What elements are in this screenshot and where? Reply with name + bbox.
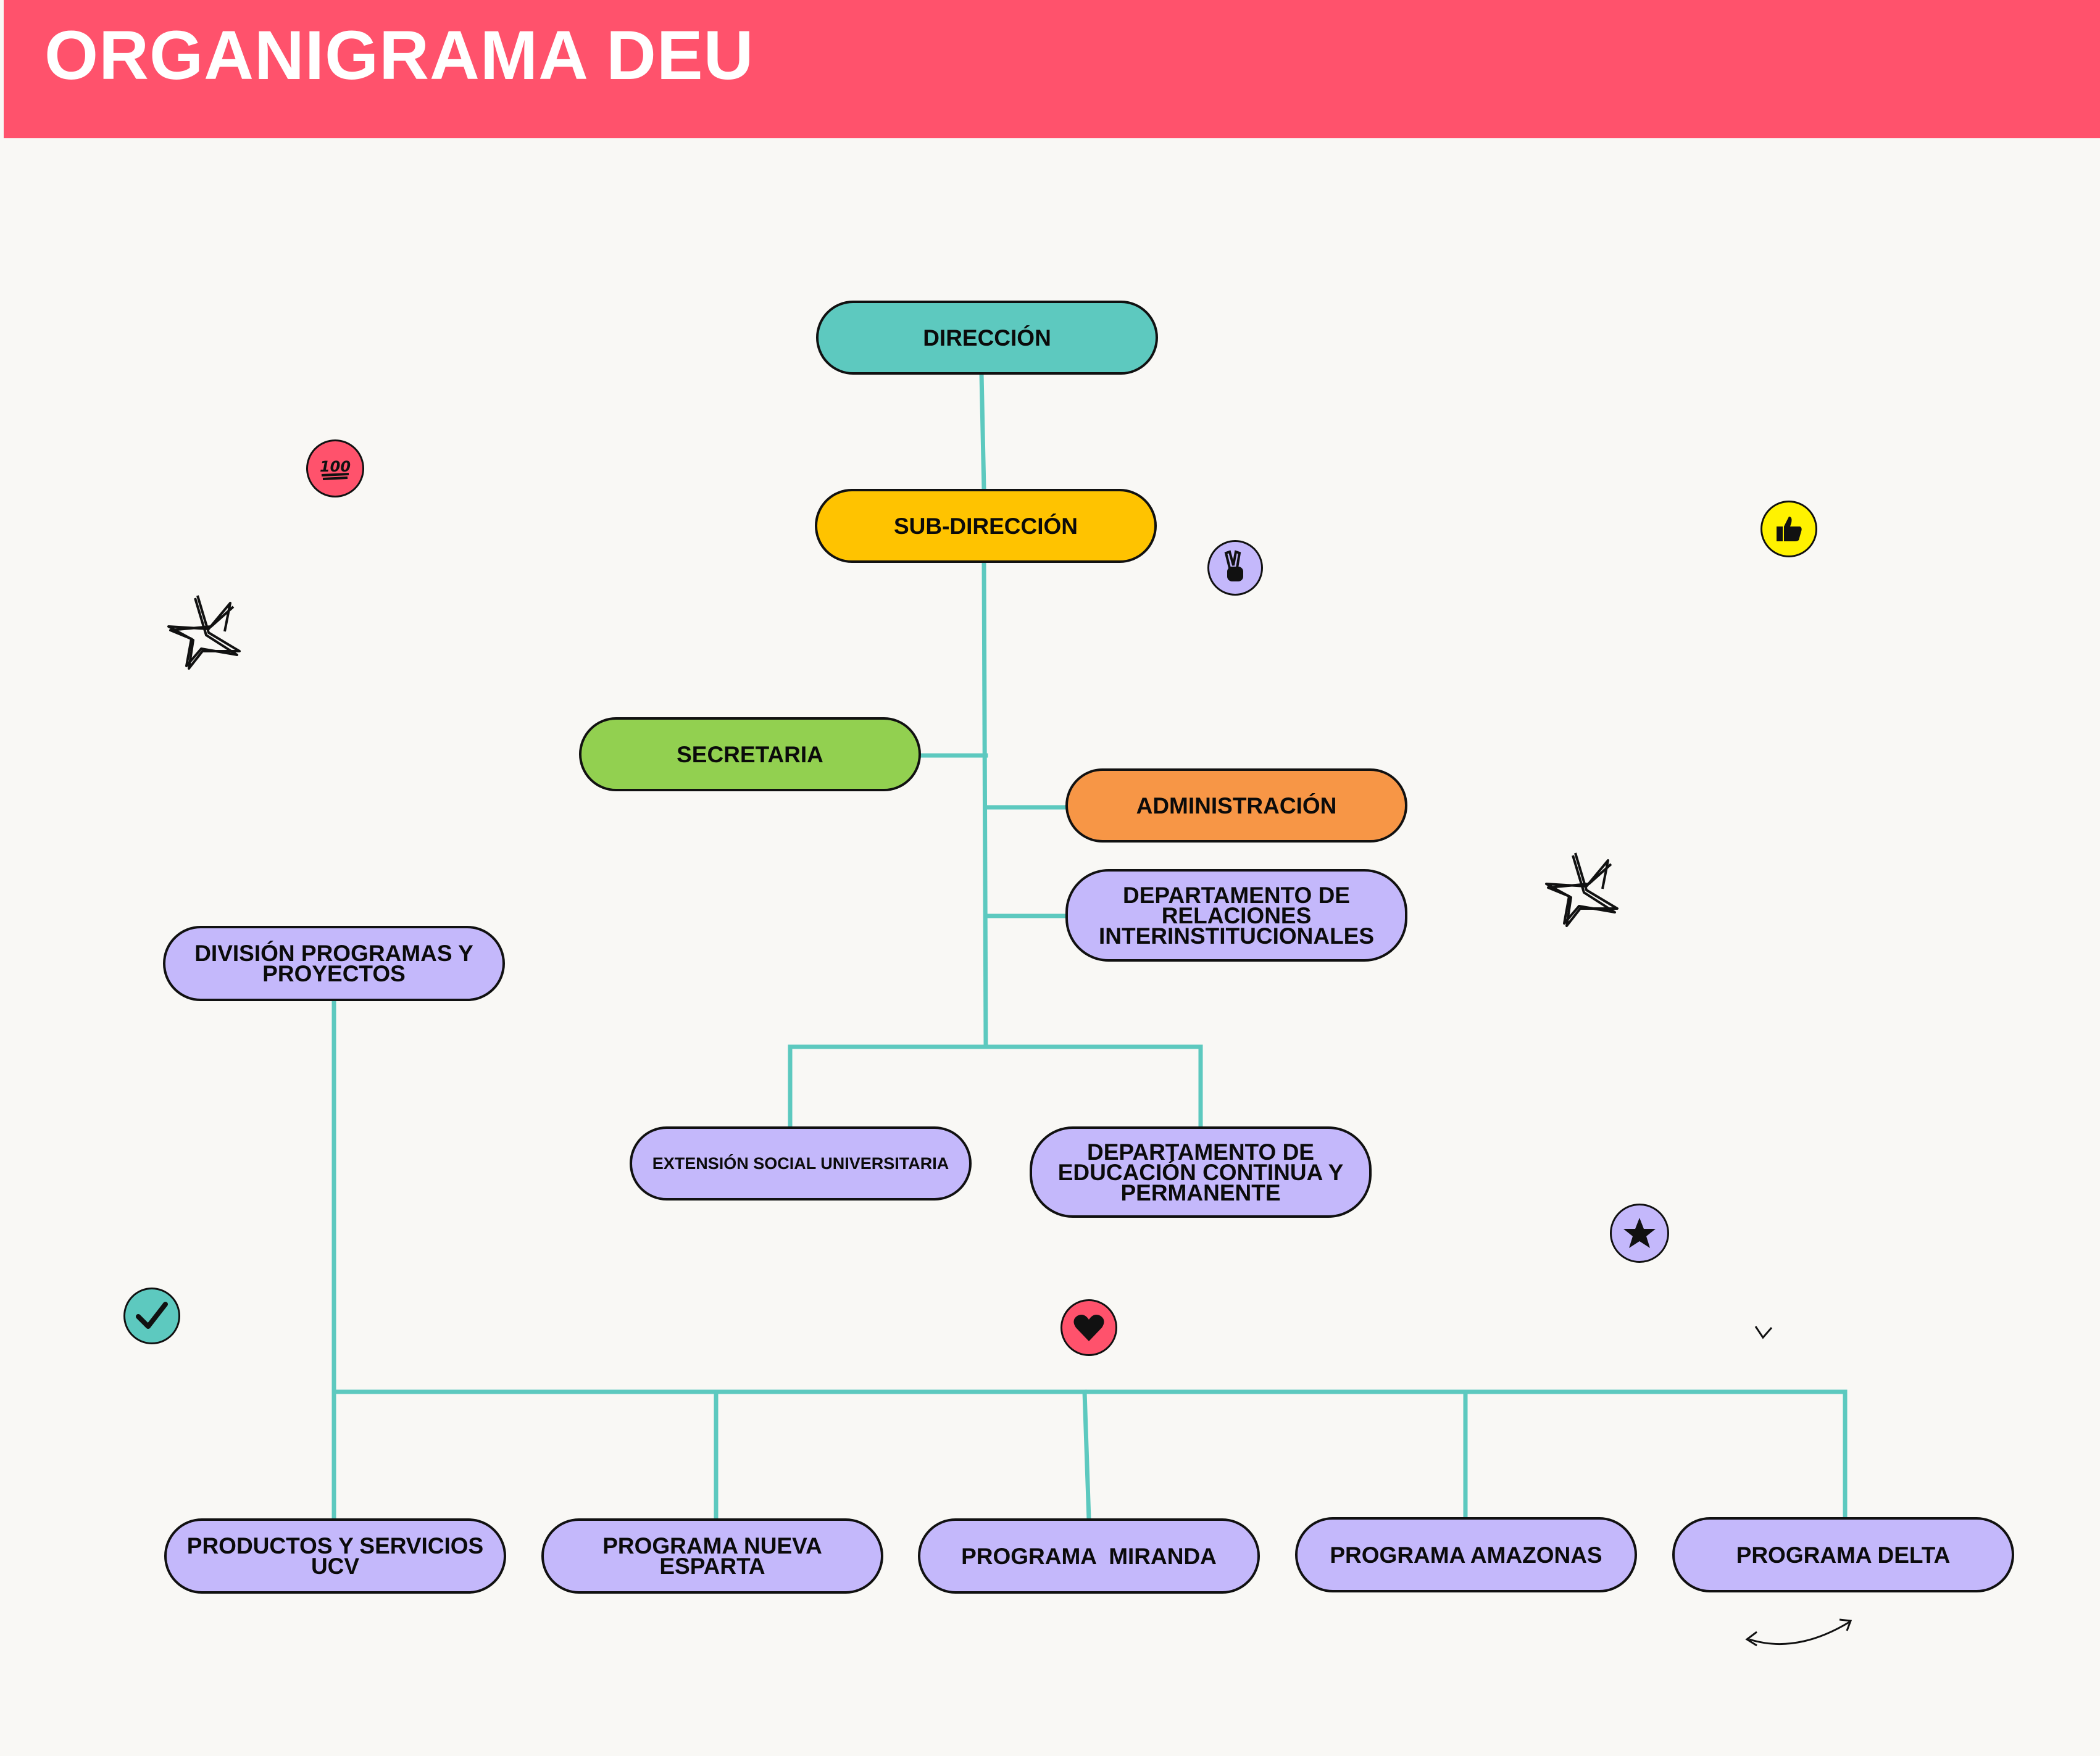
node-nueva-esparta: PROGRAMA NUEVA ESPARTA	[541, 1518, 883, 1594]
heart-icon	[1060, 1299, 1117, 1356]
check-icon	[123, 1288, 180, 1344]
node-educacion: DEPARTAMENTO DE EDUCACIÓN CONTINUA Y PER…	[1030, 1126, 1372, 1218]
node-direccion: DIRECCIÓN	[816, 301, 1158, 375]
chevron-doodle-icon	[1754, 1326, 1773, 1339]
node-division-label: DIVISIÓN PROGRAMAS Y PROYECTOS	[194, 941, 473, 986]
victory-hand-icon	[1207, 540, 1263, 596]
node-administracion: ADMINISTRACIÓN	[1065, 768, 1407, 843]
node-delta: PROGRAMA DELTA	[1672, 1517, 2014, 1592]
node-division: DIVISIÓN PROGRAMAS Y PROYECTOS	[163, 926, 505, 1001]
node-delta-label: PROGRAMA DELTA	[1736, 1542, 1951, 1568]
star-icon	[1610, 1204, 1669, 1263]
node-subdireccion-label: SUB-DIRECCIÓN	[893, 513, 1078, 539]
doodle-star-icon	[167, 595, 241, 670]
node-amazonas: PROGRAMA AMAZONAS	[1295, 1517, 1637, 1592]
node-productos-label: PRODUCTOS Y SERVICIOS UCV	[186, 1533, 484, 1579]
node-subdireccion: SUB-DIRECCIÓN	[815, 489, 1157, 563]
node-productos: PRODUCTOS Y SERVICIOS UCV	[164, 1518, 506, 1594]
node-educacion-label: DEPARTAMENTO DE EDUCACIÓN CONTINUA Y PER…	[1057, 1139, 1344, 1205]
node-relaciones-label: DEPARTAMENTO DE RELACIONES INTERINSTITUC…	[1098, 882, 1375, 949]
doodle-star-icon	[1545, 852, 1619, 927]
svg-text:100: 100	[320, 458, 351, 475]
node-secretaria: SECRETARIA	[579, 717, 921, 791]
node-secretaria-label: SECRETARIA	[677, 741, 823, 767]
node-amazonas-label: PROGRAMA AMAZONAS	[1330, 1542, 1602, 1568]
node-extension-label: EXTENSIÓN SOCIAL UNIVERSITARIA	[652, 1154, 949, 1173]
page-title: ORGANIGRAMA DEU	[44, 17, 754, 94]
header-banner: ORGANIGRAMA DEU	[4, 0, 2100, 138]
node-miranda-label: PROGRAMA MIRANDA	[961, 1543, 1217, 1569]
node-extension: EXTENSIÓN SOCIAL UNIVERSITARIA	[630, 1126, 972, 1200]
curved-arrow-icon	[1745, 1618, 1852, 1647]
node-miranda: PROGRAMA MIRANDA	[918, 1518, 1260, 1594]
node-direccion-label: DIRECCIÓN	[923, 325, 1051, 351]
node-relaciones: DEPARTAMENTO DE RELACIONES INTERINSTITUC…	[1065, 869, 1407, 962]
hundred-points-icon: 100	[306, 439, 364, 497]
thumbs-up-icon	[1760, 501, 1817, 557]
node-nueva-esparta-label: PROGRAMA NUEVA ESPARTA	[602, 1533, 822, 1579]
node-administracion-label: ADMINISTRACIÓN	[1136, 793, 1337, 818]
